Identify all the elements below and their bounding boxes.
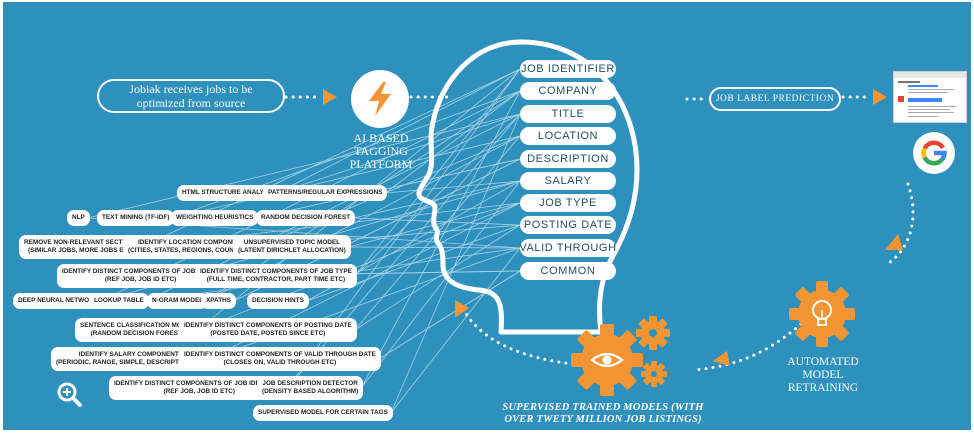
gear-lightbulb-icon [789, 281, 855, 347]
connector-line [354, 68, 521, 277]
arrow-icon [713, 351, 730, 366]
head-outline [416, 39, 640, 335]
connector-line [385, 180, 521, 194]
retraining-label: AUTOMATED MODEL RETRAINING [773, 356, 873, 395]
retraining-label-line2: MODEL [802, 369, 844, 381]
platform-label-line2: TAGGING [354, 144, 408, 158]
source-text-line1: Jobiak receives jobs to be [129, 82, 253, 96]
field-title: TITLE [520, 105, 616, 123]
source-box: Jobiak receives jobs to be optimized fro… [97, 79, 285, 113]
connector-line [257, 135, 521, 248]
supervised-label: SUPERVISED TRAINED MODELS (WITH OVER TWE… [473, 402, 733, 426]
connector-line [390, 247, 521, 414]
connector-line [385, 90, 521, 194]
platform-label-line3: PLATFORM [349, 157, 413, 171]
google-circle [913, 132, 955, 174]
field-common: COMMON [520, 262, 616, 280]
connector-line [276, 68, 521, 194]
search-result-thumbnail [893, 71, 967, 123]
gear-small-icon [641, 361, 667, 387]
technique-tag: DEEP NEURAL NETWORK [13, 293, 104, 309]
gear-small-icon [636, 316, 670, 350]
connector-line [353, 180, 521, 219]
connector-line [197, 202, 521, 331]
field-valid-through: VALID THROUGH [519, 239, 616, 257]
platform-label-line1: AI BASED [353, 131, 409, 145]
technique-tag: JOB DESCRIPTION DETECTOR(DENSITY BASED A… [257, 376, 364, 400]
arrow-icon [885, 234, 903, 250]
technique-tag: PATTERNS/REGULAR EXPRESSIONS [263, 185, 388, 201]
diagram-canvas: Jobiak receives jobs to be optimized fro… [3, 2, 971, 430]
ai-platform-circle [351, 70, 409, 128]
technique-tag: HTML STRUCTURE ANALYSIS [177, 185, 280, 201]
technique-tag: NLP [67, 210, 90, 226]
connector-line [276, 113, 521, 194]
connector-line [360, 90, 521, 389]
field-job-identifier: JOB IDENTIFIER [520, 60, 616, 78]
lightning-icon [369, 82, 391, 116]
technique-tag: RANDOM DECISION FOREST [256, 210, 356, 226]
arrow-icon [455, 300, 469, 318]
technique-tag: REMOVE NON-RELEVANT SECTIONS(SIMILAR JOB… [19, 235, 144, 259]
technique-tag: SUPERVISED MODEL FOR CERTAIN TAGS [253, 405, 393, 421]
zoom-in-icon[interactable] [57, 382, 82, 407]
field-location: LOCATION [520, 127, 616, 145]
field-description: DESCRIPTION [520, 150, 616, 168]
technique-tag: TEXT MINING (TF-IDF) [97, 210, 175, 226]
technique-tag: UNSUPERVISED TOPIC MODEL(LATENT DIRICHLE… [233, 235, 351, 259]
technique-tag: WEIGHTING HEURISTICS [171, 210, 259, 226]
gear-eye-icon [571, 324, 643, 396]
technique-tag: LOOKUP TABLE [89, 293, 149, 309]
connector-line [360, 180, 521, 389]
connector-line [348, 246, 521, 249]
connector-line [354, 113, 521, 277]
connector-line [87, 113, 521, 219]
technique-tag: SENTENCE CLASSIFICATION MODEL(RANDOM DEC… [75, 318, 200, 342]
technique-tag: XPATHS [201, 293, 236, 309]
technique-tag: IDENTIFY DISTINCT COMPONENTS OF JOB TYPE… [195, 264, 357, 288]
technique-tag: IDENTIFY DISTINCT COMPONENTS OF VALID TH… [179, 347, 381, 371]
connector-line [172, 135, 521, 219]
connector-line [287, 113, 521, 389]
connector-line [378, 270, 521, 360]
technique-tag: N-GRAM MODEL [147, 293, 209, 309]
connector-line [306, 224, 521, 302]
supervised-label-line1: SUPERVISED TRAINED MODELS (WITH [502, 402, 704, 413]
field-company: COMPANY [520, 82, 616, 100]
google-logo [921, 140, 947, 166]
field-job-type: JOB TYPE [520, 194, 616, 212]
arrow-icon [873, 89, 887, 105]
field-salary: SALARY [520, 172, 616, 190]
platform-label: AI BASED TAGGING PLATFORM [333, 132, 429, 171]
connector-line [390, 113, 521, 414]
field-posting-date: POSTING DATE [520, 216, 616, 234]
connector-line [256, 158, 521, 219]
retraining-label-line1: AUTOMATED [787, 356, 859, 368]
technique-tag: IDENTIFY DISTINCT COMPONENTS OF POSTING … [179, 318, 357, 342]
supervised-label-line2: OVER TWETY MILLION JOB LISTINGS) [504, 414, 702, 425]
source-text-line2: optimized from source [136, 96, 246, 110]
retraining-label-line3: RETRAINING [787, 382, 859, 394]
job-label-prediction-box: JOB LABEL PREDICTION [709, 87, 841, 111]
arrow-icon [323, 89, 337, 105]
technique-tag: DECISION HINTS [247, 293, 309, 309]
